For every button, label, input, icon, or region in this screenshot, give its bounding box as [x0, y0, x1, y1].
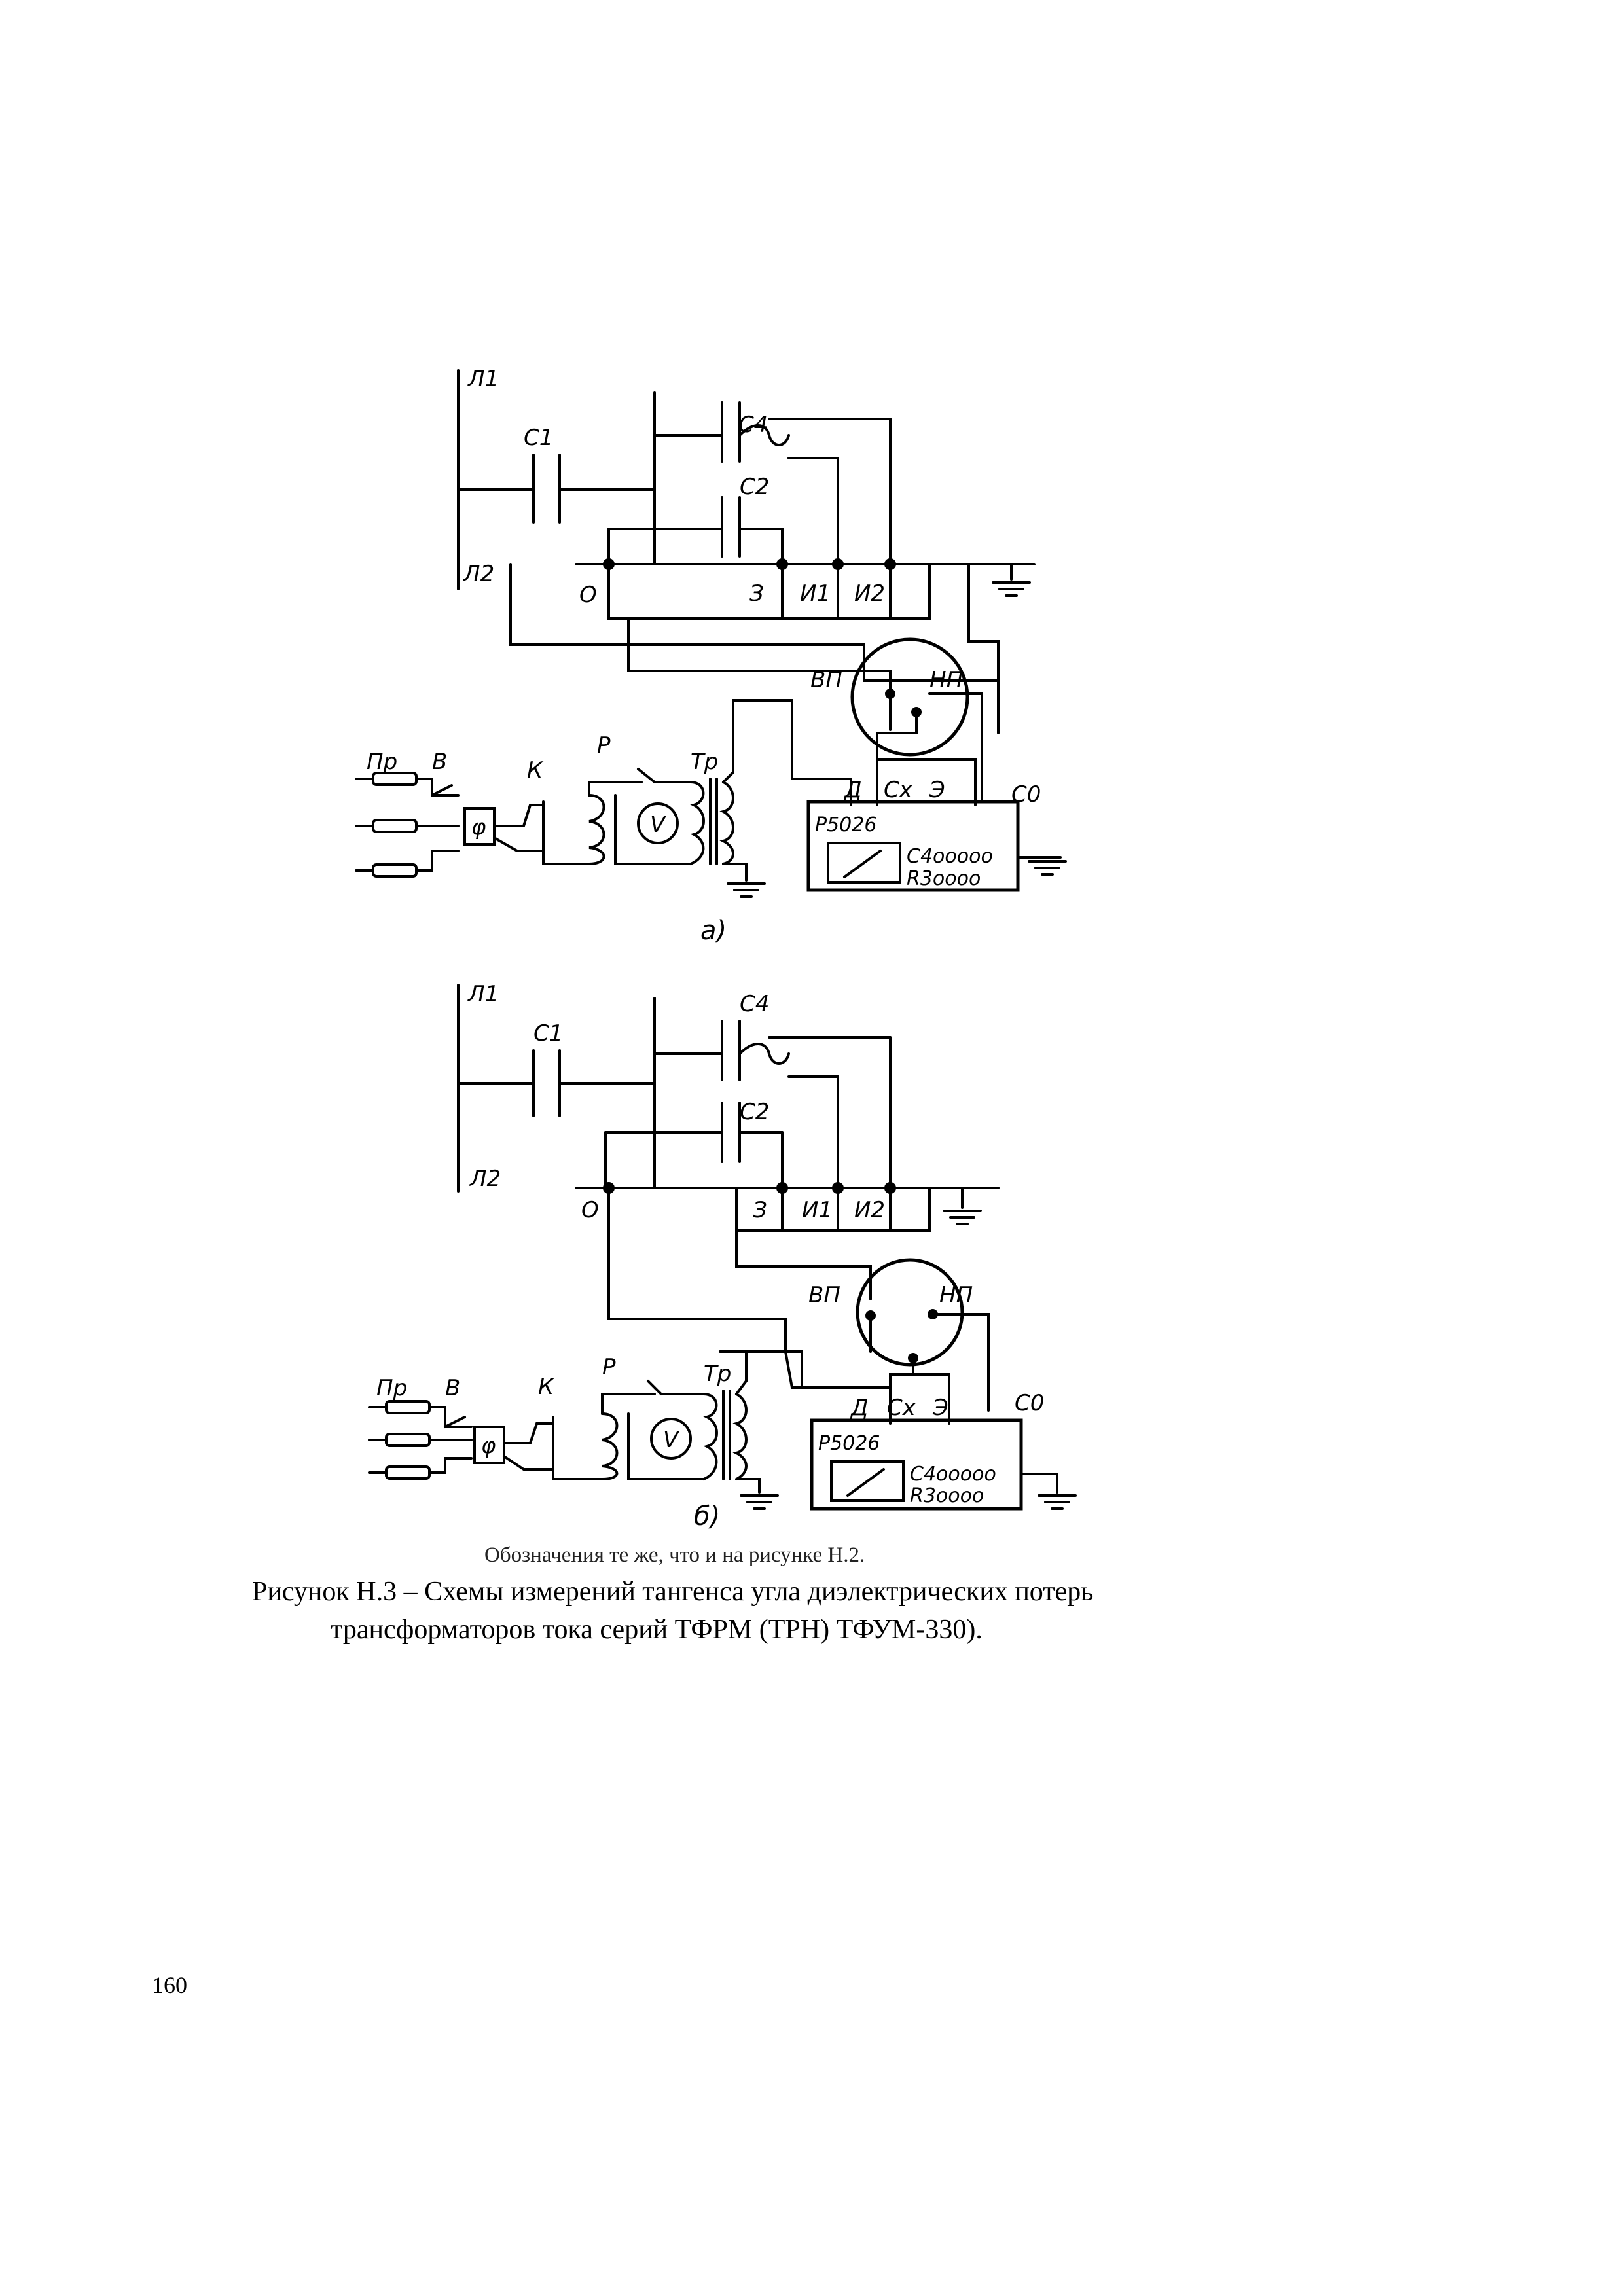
device-r-a: R3оооо: [907, 867, 981, 890]
label-i1-b: И1: [802, 1197, 833, 1223]
label-cx-a: Сх: [884, 777, 913, 803]
label-z-b: З: [753, 1197, 767, 1223]
page-number: 160: [152, 1972, 187, 1998]
label-l2-b: Л2: [469, 1166, 501, 1192]
label-v-b: В: [445, 1375, 460, 1401]
label-r-b: Р: [602, 1354, 616, 1380]
label-i1-a: И1: [800, 581, 831, 607]
label-pr-b: Пр: [376, 1375, 407, 1401]
label-c0-a: С0: [1011, 781, 1041, 808]
label-c4-a: С4: [738, 412, 768, 438]
device-r-b: R3оооо: [910, 1484, 984, 1507]
designations-note: Обозначения те же, что и на рисунке Н.2.: [484, 1543, 865, 1567]
phase-icon: φ: [471, 814, 486, 840]
figure-caption-line2: трансформаторов тока серий ТФРМ (ТРН) ТФ…: [331, 1615, 983, 1645]
label-c1-b: С1: [533, 1020, 563, 1047]
label-l1-a: Л1: [467, 366, 499, 392]
figure-caption-line1: Рисунок Н.3 – Схемы измерений тангенса у…: [252, 1577, 1094, 1607]
device-name-a: Р5026: [815, 814, 876, 836]
subfigure-a-label: а): [700, 916, 727, 946]
label-np-a: НП: [929, 667, 963, 693]
voltmeter-icon-b: V: [663, 1427, 680, 1453]
label-k-b: К: [538, 1374, 555, 1400]
label-tr-a: Тр: [691, 749, 718, 775]
label-r-a: Р: [597, 732, 611, 759]
label-o-b: О: [581, 1197, 599, 1223]
phase-icon-b: φ: [481, 1433, 496, 1459]
label-c4-b: С4: [740, 991, 769, 1017]
label-v-a: В: [432, 749, 447, 775]
label-c1-a: С1: [524, 425, 553, 451]
label-c2-b: С2: [740, 1099, 769, 1125]
label-c0-b: С0: [1015, 1390, 1044, 1416]
device-c-b: С4ооооо: [910, 1463, 996, 1486]
label-o-a: О: [579, 582, 597, 608]
label-c2-a: С2: [740, 474, 769, 500]
label-e-b: Э: [932, 1395, 948, 1421]
device-name-b: Р5026: [818, 1432, 880, 1455]
label-i2-b: И2: [854, 1197, 885, 1223]
diagram-a: [355, 369, 1067, 898]
label-e-a: Э: [929, 777, 945, 803]
label-l2-a: Л2: [462, 561, 494, 587]
label-i2-a: И2: [854, 581, 885, 607]
label-tr-b: Тр: [704, 1361, 731, 1387]
label-d-b: Д: [850, 1395, 869, 1421]
label-d-a: Д: [843, 777, 862, 803]
label-pr-a: Пр: [367, 749, 397, 775]
diagram-b: [368, 984, 1077, 1511]
device-c-a: С4ооооо: [907, 845, 993, 868]
voltmeter-icon: V: [650, 812, 667, 838]
label-cx-b: Сх: [887, 1395, 916, 1421]
label-np-b: НП: [939, 1282, 973, 1308]
subfigure-b-label: б): [694, 1501, 720, 1532]
label-k-a: К: [527, 757, 544, 783]
label-z-a: З: [749, 581, 764, 607]
label-vp-b: ВП: [808, 1282, 840, 1308]
label-l1-b: Л1: [467, 981, 499, 1007]
label-vp-a: ВП: [810, 667, 842, 693]
